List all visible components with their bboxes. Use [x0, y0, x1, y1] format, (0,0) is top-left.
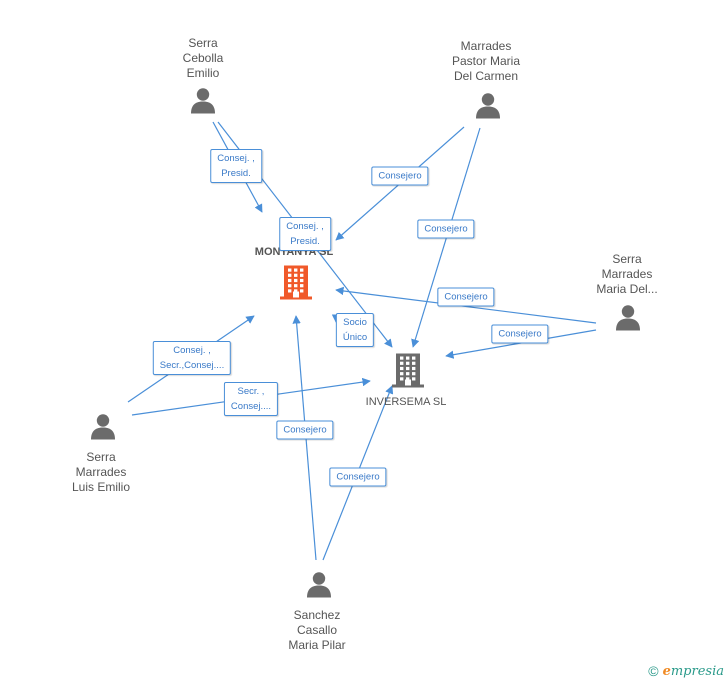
- building-icon[interactable]: [279, 264, 313, 305]
- person-name-p5[interactable]: Sanchez Casallo Maria Pilar: [288, 608, 346, 652]
- edge-label-e7[interactable]: Socio Único: [335, 313, 375, 347]
- edge-label-e3[interactable]: Consejero: [371, 166, 429, 186]
- copyright-symbol: ©: [648, 663, 659, 679]
- person-icon[interactable]: [88, 412, 118, 447]
- person-name-p3[interactable]: Serra Marrades Maria Del...: [596, 252, 658, 296]
- edge-label-e11[interactable]: Consejero: [329, 467, 387, 487]
- person-icon[interactable]: [188, 86, 218, 121]
- person-icon[interactable]: [304, 570, 334, 605]
- empresia-logo[interactable]: empresia: [662, 663, 724, 679]
- person-icon[interactable]: [613, 303, 643, 338]
- person-name-p4[interactable]: Serra Marrades Luis Emilio: [71, 450, 131, 494]
- edge-label-e9[interactable]: Secr. , Consej....: [223, 382, 279, 416]
- edge-line-e5: [335, 286, 597, 324]
- person-icon[interactable]: [473, 91, 503, 126]
- edge-label-e10[interactable]: Consejero: [276, 420, 334, 440]
- edge-label-e2[interactable]: Consej. , Presid.: [279, 217, 331, 251]
- building-icon[interactable]: [391, 352, 425, 393]
- person-name-p1[interactable]: Serra Cebolla Emilio: [182, 36, 224, 80]
- edge-label-e4[interactable]: Consejero: [417, 219, 475, 239]
- company-name-c2[interactable]: INVERSEMA SL: [365, 396, 447, 408]
- edge-label-e5[interactable]: Consejero: [437, 287, 495, 307]
- person-name-p2[interactable]: Marrades Pastor Maria Del Carmen: [451, 39, 521, 83]
- edge-label-e1[interactable]: Consej. , Presid.: [210, 149, 262, 183]
- footer: © empresia: [648, 663, 724, 679]
- edge-label-e8[interactable]: Consej. , Secr.,Consej....: [152, 341, 232, 375]
- edge-label-e6[interactable]: Consejero: [491, 324, 549, 344]
